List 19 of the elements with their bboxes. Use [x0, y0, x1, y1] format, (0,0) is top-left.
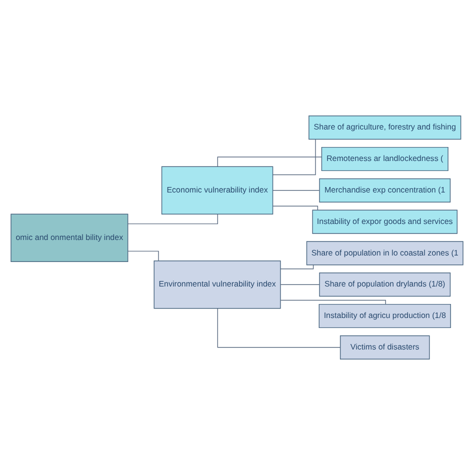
node-box: Merchandise exp concentration (1	[319, 178, 451, 202]
connector	[217, 156, 322, 166]
connector	[272, 138, 316, 175]
node-box: omic and onmental bility index	[10, 213, 128, 262]
node-box: Environmental vulnerability index	[154, 260, 281, 308]
node-box: Economic vulnerability index	[161, 166, 274, 214]
connector	[280, 299, 386, 304]
connector	[217, 307, 341, 348]
node-box: Remoteness ar landlockedness (	[321, 146, 448, 171]
node-box: Instability of expor goods and services	[312, 209, 458, 234]
connector	[272, 205, 318, 210]
node-box: Share of population drylands (1/8)	[319, 272, 451, 296]
connector	[128, 213, 218, 224]
node-box: Victims of disasters	[340, 334, 430, 359]
node-box: Share of population in lo coastal zones (1	[306, 240, 464, 265]
connector	[280, 264, 314, 269]
node-box: Share of agriculture, forestry and fishing	[308, 115, 462, 140]
connector	[127, 250, 159, 261]
node-box: Instability of agricu production (1/8	[318, 303, 451, 328]
